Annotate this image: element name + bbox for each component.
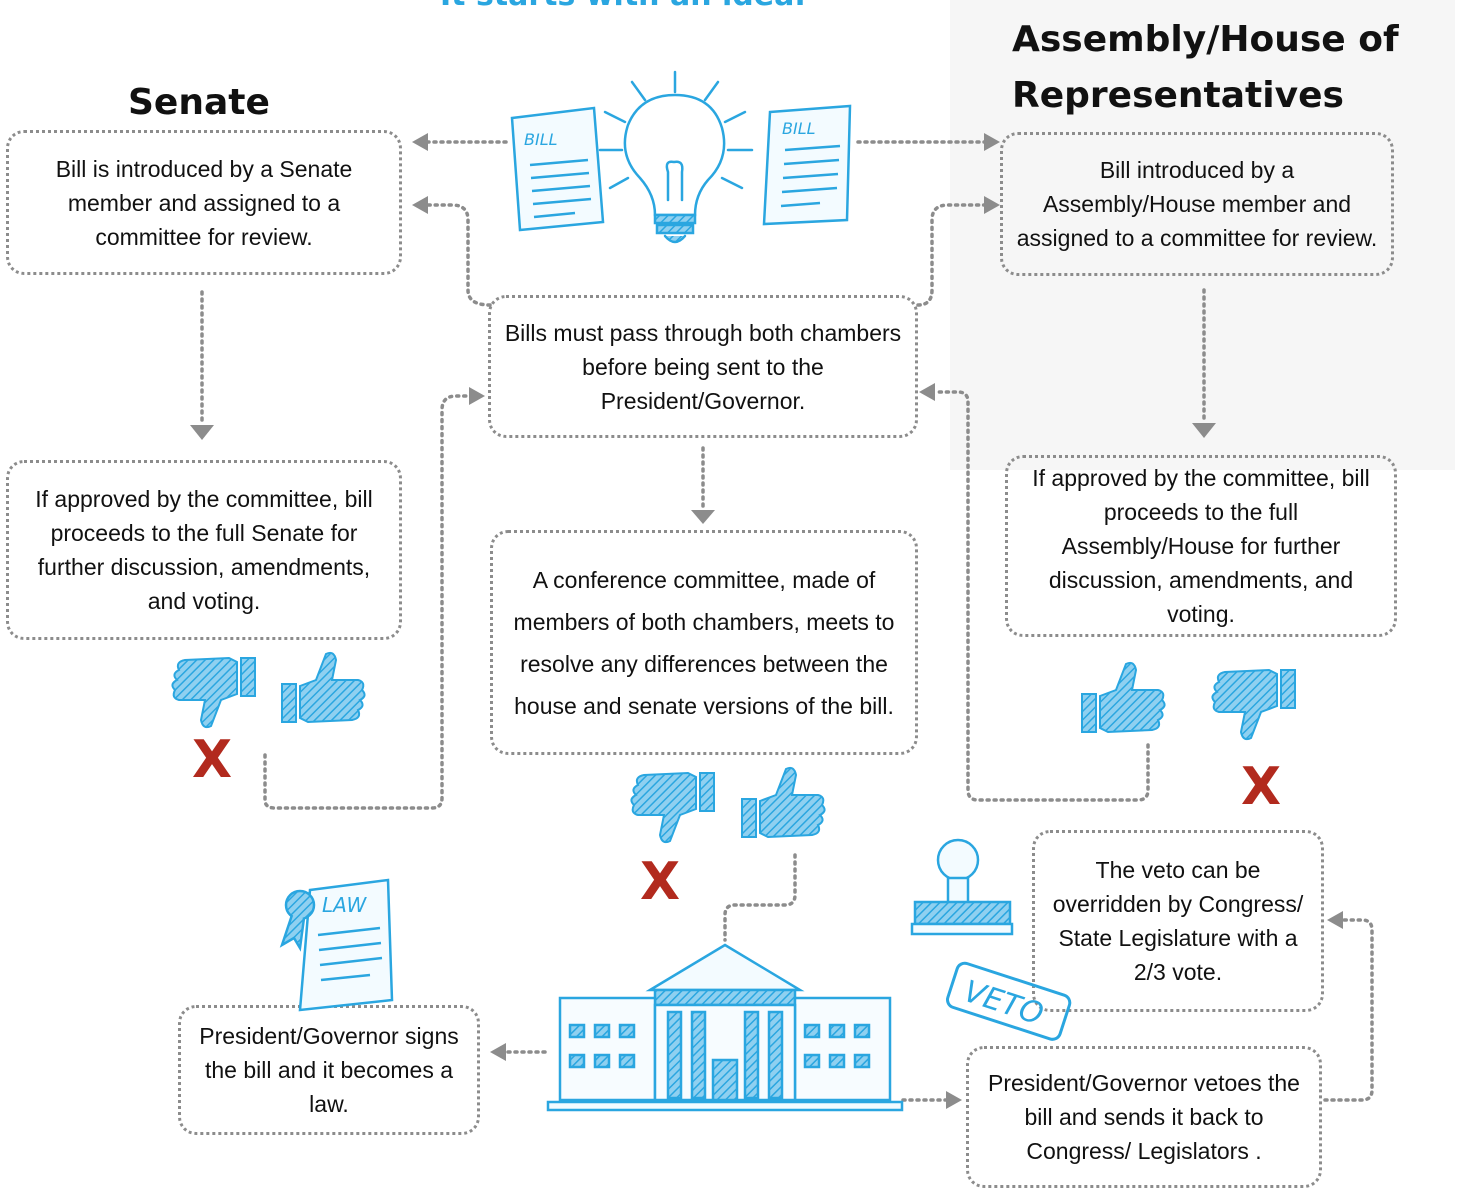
conference-reject-mark: X — [640, 852, 681, 912]
veto-box: President/Governor vetoes the bill and s… — [966, 1046, 1322, 1188]
conference-committee-text: A conference committee, made of members … — [513, 566, 895, 719]
capitol-building-icon — [546, 943, 904, 1112]
house-panel-background — [950, 0, 1455, 470]
arrowhead-senate-down — [190, 425, 214, 440]
arrowhead-house-2 — [984, 196, 1000, 214]
tagline: It starts with an idea. — [440, 0, 960, 13]
override-text: The veto can be overridden by Congress/ … — [1052, 857, 1304, 985]
senate-committee-box: If approved by the committee, bill proce… — [6, 460, 402, 640]
senate-introduced-box: Bill is introduced by a Senate member an… — [6, 130, 402, 275]
both-chambers-text: Bills must pass through both chambers be… — [504, 319, 902, 414]
senate-committee-text: If approved by the committee, bill proce… — [35, 486, 373, 614]
thumbs-down-icon — [171, 657, 256, 729]
arrowhead-senate-1 — [412, 133, 428, 151]
house-reject-mark: X — [1241, 757, 1282, 817]
house-introduced-box: Bill introduced by a Assembly/House memb… — [1000, 132, 1394, 276]
conference-committee-box: A conference committee, made of members … — [490, 530, 918, 755]
veto-stamp-icon: VETO — [946, 961, 1072, 1041]
arrowhead-house-down — [1192, 423, 1216, 438]
house-title: Assembly/House of Representatives — [1012, 19, 1399, 116]
arrowhead-senate-approve — [469, 387, 485, 405]
house-introduced-text: Bill introduced by a Assembly/House memb… — [1016, 157, 1378, 251]
bill-label-right: BILL — [782, 119, 816, 138]
thumbs-up-icon — [281, 651, 366, 723]
thumbs-up-icon — [741, 766, 826, 838]
arrowhead-senate-2 — [412, 196, 428, 214]
rubber-stamp-icon — [910, 838, 1014, 936]
arrowhead-center-down — [691, 510, 715, 524]
connector-conference-to-capitol — [723, 853, 797, 942]
connector-house-approve — [933, 390, 1150, 802]
thumbs-down-icon — [1211, 669, 1296, 741]
arrowhead-to-law — [490, 1043, 506, 1061]
house-committee-box: If approved by the committee, bill proce… — [1005, 455, 1397, 637]
lightbulb-icon — [598, 70, 754, 244]
thumbs-down-icon — [630, 772, 715, 844]
both-chambers-box: Bills must pass through both chambers be… — [488, 295, 918, 438]
thumbs-up-icon — [1081, 661, 1166, 733]
law-certificate-icon — [279, 878, 394, 1012]
connector-center-to-senate — [426, 203, 492, 307]
senate-introduced-text: Bill is introduced by a Senate member an… — [55, 155, 353, 250]
connector-center-to-house — [916, 203, 987, 307]
signs-law-text: President/Governor signs the bill and it… — [199, 1023, 459, 1117]
bill-label-left: BILL — [524, 130, 558, 149]
override-box: The veto can be overridden by Congress/ … — [1032, 830, 1324, 1012]
senate-title: Senate — [128, 82, 270, 123]
connector-veto-to-override — [1323, 918, 1374, 1102]
bill-document-icon — [762, 104, 852, 226]
house-committee-text: If approved by the committee, bill proce… — [1032, 465, 1370, 627]
arrowhead-house-approve — [919, 383, 935, 401]
arrowhead-to-override — [1327, 911, 1343, 929]
veto-text: President/Governor vetoes the bill and s… — [988, 1070, 1300, 1164]
law-label: LAW — [322, 893, 367, 917]
signs-law-box: President/Governor signs the bill and it… — [178, 1005, 480, 1135]
arrowhead-house-1 — [984, 133, 1000, 151]
bill-document-icon — [510, 106, 605, 232]
arrowhead-to-veto — [946, 1091, 962, 1109]
senate-reject-mark: X — [192, 730, 233, 790]
connector-senate-approve — [263, 394, 472, 810]
